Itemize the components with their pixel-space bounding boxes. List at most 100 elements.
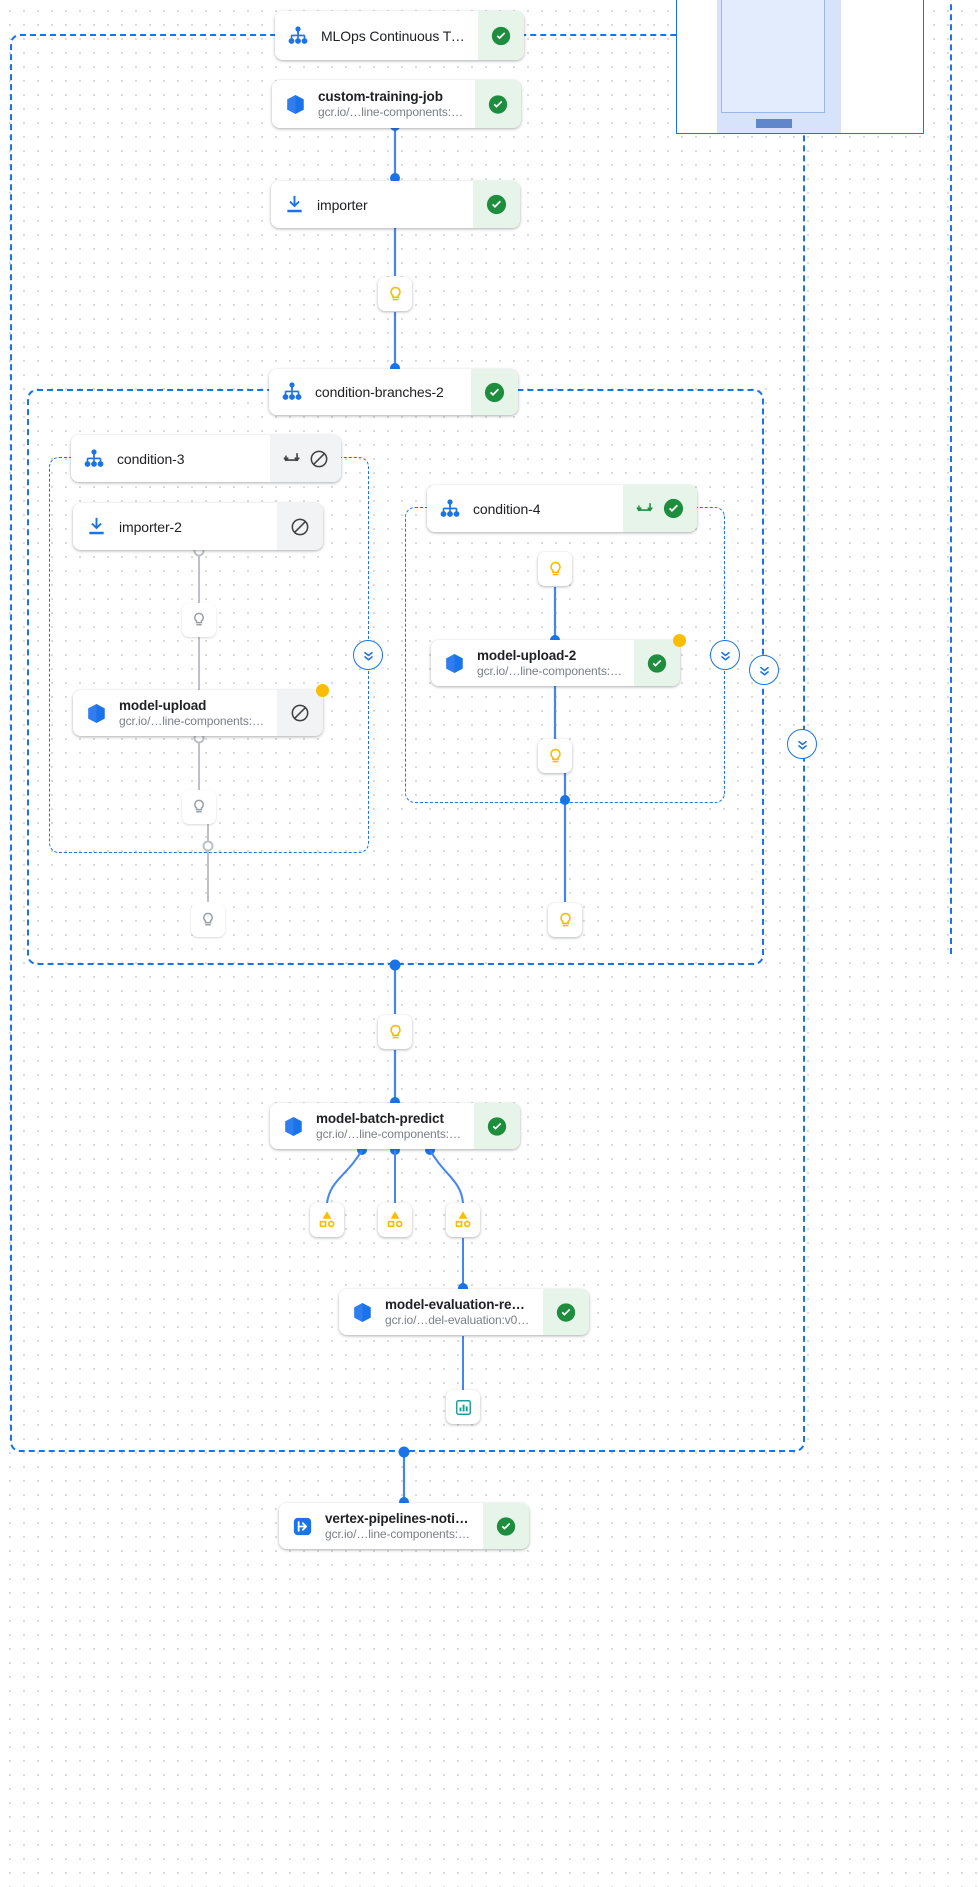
node-condition-3[interactable]: condition-3 (71, 435, 341, 482)
node-condition-branches-2[interactable]: condition-branches-2 (269, 369, 518, 415)
status-badge[interactable] (634, 640, 680, 686)
node-text: condition-3 (117, 451, 196, 467)
status-badge[interactable] (483, 1503, 529, 1549)
container-cube-icon (339, 1301, 385, 1324)
artifact-dataset-icon (455, 1211, 471, 1228)
branch-expand-icon (636, 502, 653, 512)
check-circle-icon (488, 94, 508, 114)
node-card-body[interactable]: importer (271, 181, 473, 228)
chip-param-8[interactable] (378, 1015, 412, 1049)
node-card-body[interactable]: condition-4 (427, 485, 623, 532)
node-model-upload[interactable]: model-upload gcr.io/…line-components:2.6… (73, 684, 329, 736)
chip-param-7[interactable] (548, 903, 582, 937)
node-importer[interactable]: importer (271, 181, 520, 228)
node-title: condition-branches-2 (315, 384, 444, 400)
import-download-icon (271, 193, 317, 216)
node-condition-4[interactable]: condition-4 (427, 485, 697, 532)
minimap-node (756, 119, 792, 128)
chip-param-3[interactable] (182, 790, 216, 824)
chip-param-5[interactable] (538, 552, 572, 586)
check-circle-icon (487, 1116, 507, 1136)
node-title: model-upload (119, 698, 207, 713)
node-card-body[interactable]: model-evaluation-regres… gcr.io/…del-eva… (339, 1289, 543, 1335)
chip-param-6[interactable] (538, 739, 572, 773)
status-badge[interactable] (623, 485, 697, 532)
status-badge[interactable] (478, 11, 524, 60)
branch-expand-icon (283, 452, 300, 462)
chip-metrics[interactable] (446, 1390, 480, 1424)
chip-artifact-3[interactable] (446, 1203, 480, 1237)
node-subtitle: gcr.io/…line-components:2.6.0 (477, 664, 622, 678)
parameter-bulb-icon (389, 286, 401, 300)
node-card-body[interactable]: MLOps Continuous Traini… (275, 11, 478, 60)
node-title: model-evaluation-regres… (385, 1297, 531, 1312)
node-title: custom-training-job (318, 89, 443, 104)
node-mlops-continuous-training[interactable]: MLOps Continuous Traini… (275, 11, 524, 60)
node-text: condition-4 (473, 501, 552, 517)
parameter-bulb-icon (549, 748, 561, 762)
chip-param-2[interactable] (182, 603, 216, 637)
check-circle-icon (647, 653, 667, 673)
status-badge[interactable] (475, 80, 521, 128)
status-badge[interactable] (277, 503, 323, 550)
chip-artifact-2[interactable] (378, 1203, 412, 1237)
node-subtitle: gcr.io/…line-components:2.6.0 (119, 714, 265, 728)
node-model-upload-2[interactable]: model-upload-2 gcr.io/…line-components:2… (431, 634, 686, 686)
status-badge[interactable] (543, 1289, 589, 1335)
node-model-batch-predict[interactable]: model-batch-predict gcr.io/…line-compone… (270, 1103, 520, 1149)
node-card-body[interactable]: model-upload gcr.io/…line-components:2.6… (73, 690, 277, 736)
node-custom-training-job[interactable]: custom-training-job gcr.io/…line-compone… (272, 80, 521, 128)
node-card-body[interactable]: model-upload-2 gcr.io/…line-components:2… (431, 640, 634, 686)
node-card-body[interactable]: condition-3 (71, 435, 270, 482)
status-badge[interactable] (471, 369, 518, 415)
collapse-root[interactable] (787, 729, 817, 759)
container-cube-icon (431, 652, 477, 675)
container-cube-icon (73, 702, 119, 725)
node-subtitle: gcr.io/…line-components:2.6.0 (325, 1527, 471, 1541)
chip-artifact-1[interactable] (310, 1203, 344, 1237)
node-model-evaluation-regression[interactable]: model-evaluation-regres… gcr.io/…del-eva… (339, 1289, 589, 1335)
node-card-body[interactable]: vertex-pipelines-notificat… gcr.io/…line… (279, 1503, 483, 1549)
status-badge[interactable] (270, 435, 341, 482)
container-cube-icon (270, 1115, 316, 1138)
status-badge[interactable] (474, 1103, 520, 1149)
status-badge[interactable] (473, 181, 520, 228)
chevron-collapse-icon (720, 651, 730, 661)
node-text: importer (317, 197, 380, 213)
chip-param-4[interactable] (191, 903, 225, 937)
status-badge[interactable] (277, 690, 323, 736)
node-card-body[interactable]: custom-training-job gcr.io/…line-compone… (272, 80, 475, 128)
collapse-branches[interactable] (749, 655, 779, 685)
node-text: model-evaluation-regres… gcr.io/…del-eva… (385, 1297, 543, 1327)
minimap-group (721, 0, 825, 113)
chevron-collapse-icon (759, 666, 769, 676)
node-title: model-upload-2 (477, 648, 577, 663)
node-title: vertex-pipelines-notificat… (325, 1511, 471, 1526)
import-download-icon (73, 515, 119, 538)
collapse-condition-4[interactable] (710, 640, 740, 670)
parameter-bulb-icon (559, 912, 571, 926)
parameter-bulb-icon (549, 561, 561, 575)
chip-param-1[interactable] (378, 277, 412, 311)
node-card-body[interactable]: model-batch-predict gcr.io/…line-compone… (270, 1103, 474, 1149)
collapse-condition-3[interactable] (353, 640, 383, 670)
chevron-collapse-icon (363, 651, 373, 661)
dag-root-icon (71, 447, 117, 471)
parameter-bulb-icon (203, 912, 213, 926)
node-card-body[interactable]: condition-branches-2 (269, 369, 471, 415)
node-card-body[interactable]: importer-2 (73, 503, 277, 550)
container-cube-icon (272, 93, 318, 116)
dag-root-icon (269, 380, 315, 404)
graph-minimap[interactable] (676, 0, 924, 134)
dag-root-icon (427, 497, 473, 521)
cached-indicator-dot (673, 634, 686, 647)
node-text: model-upload-2 gcr.io/…line-components:2… (477, 648, 634, 678)
node-title: importer (317, 196, 368, 213)
node-vertex-pipelines-notification[interactable]: vertex-pipelines-notificat… gcr.io/…line… (279, 1503, 529, 1549)
node-importer-2[interactable]: importer-2 (73, 503, 323, 550)
check-circle-icon (556, 1302, 576, 1322)
artifact-dataset-icon (319, 1211, 335, 1228)
check-circle-icon (484, 382, 505, 402)
node-text: MLOps Continuous Traini… (321, 28, 478, 44)
